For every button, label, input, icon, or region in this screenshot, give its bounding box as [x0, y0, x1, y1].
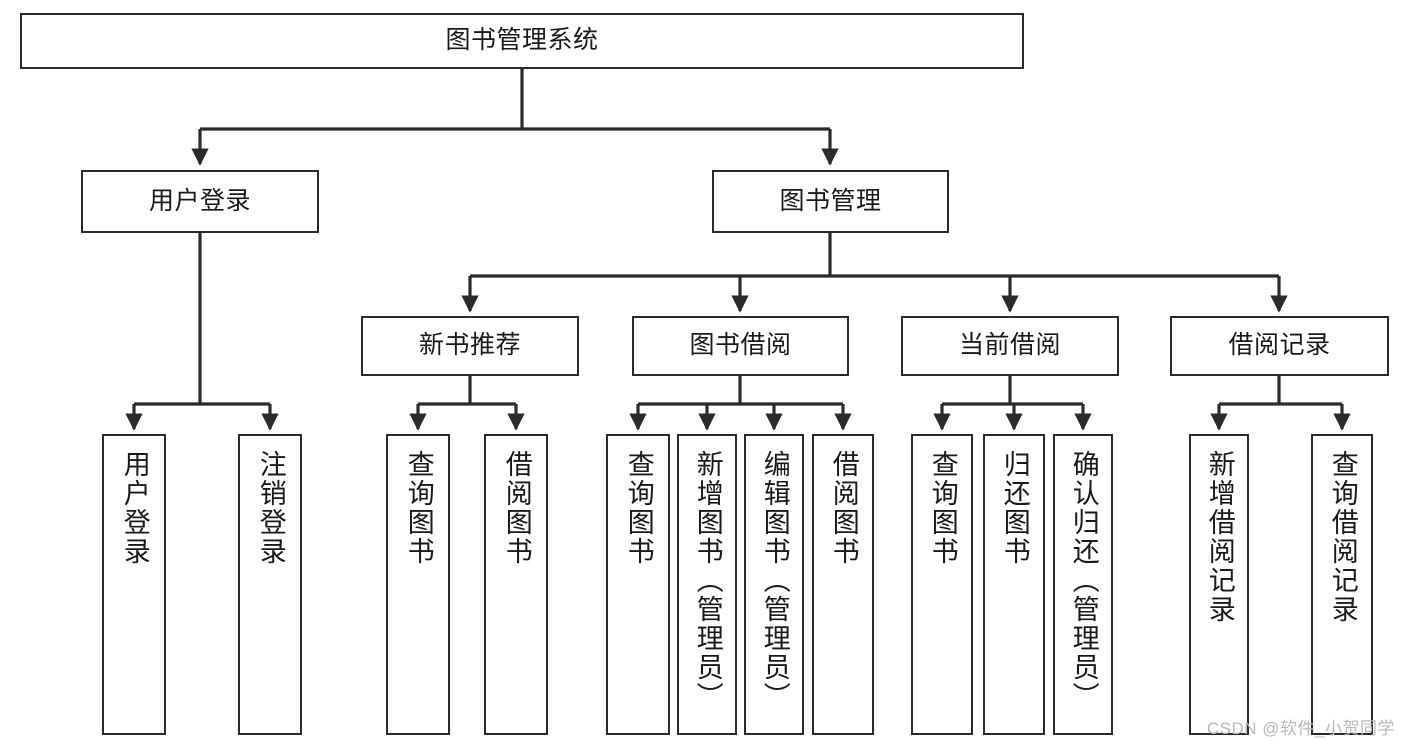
leaf-logout[interactable]: 注销登录	[238, 434, 302, 735]
node-user-login[interactable]: 用户登录	[81, 170, 319, 233]
leaf-edit-book-admin[interactable]: 编辑图书（管理员）	[744, 434, 804, 735]
node-book-management-label: 图书管理	[779, 186, 882, 215]
node-book-management[interactable]: 图书管理	[712, 170, 949, 233]
node-root-label: 图书管理系统	[445, 26, 599, 55]
leaf-confirm-return-admin[interactable]: 确认归还（管理员）	[1053, 434, 1113, 735]
leaf-user-login[interactable]: 用户登录	[102, 434, 166, 735]
leaf-query-book-borrow[interactable]: 查询图书	[606, 434, 670, 735]
leaf-query-book-current[interactable]: 查询图书	[911, 434, 973, 735]
leaf-add-borrow-record[interactable]: 新增借阅记录	[1189, 434, 1249, 735]
node-user-login-label: 用户登录	[148, 186, 251, 215]
node-borrow-record[interactable]: 借阅记录	[1170, 316, 1389, 376]
leaf-confirm-return-admin-label: 确认归还（管理员）	[1068, 450, 1099, 711]
node-new-book-recommend-label: 新书推荐	[418, 331, 521, 360]
leaf-add-book-admin-label: 新增图书（管理员）	[692, 450, 723, 711]
node-book-borrow[interactable]: 图书借阅	[632, 316, 849, 376]
leaf-user-login-label: 用户登录	[119, 450, 150, 566]
leaf-query-borrow-record-label: 查询借阅记录	[1327, 450, 1358, 624]
leaf-borrow-book-recommend-label: 借阅图书	[501, 450, 532, 566]
node-borrow-record-label: 借阅记录	[1228, 331, 1331, 360]
node-current-borrow[interactable]: 当前借阅	[901, 316, 1119, 376]
leaf-add-borrow-record-label: 新增借阅记录	[1204, 450, 1235, 624]
leaf-logout-label: 注销登录	[255, 450, 286, 566]
leaf-borrow-book-recommend[interactable]: 借阅图书	[484, 434, 548, 735]
leaf-query-book-current-label: 查询图书	[927, 450, 958, 566]
leaf-add-book-admin[interactable]: 新增图书（管理员）	[677, 434, 737, 735]
leaf-borrow-book[interactable]: 借阅图书	[812, 434, 874, 735]
node-book-borrow-label: 图书借阅	[689, 331, 792, 360]
leaf-borrow-book-label: 借阅图书	[828, 450, 859, 566]
leaf-query-book-borrow-label: 查询图书	[623, 450, 654, 566]
leaf-edit-book-admin-label: 编辑图书（管理员）	[759, 450, 790, 711]
node-current-borrow-label: 当前借阅	[958, 331, 1061, 360]
node-new-book-recommend[interactable]: 新书推荐	[361, 316, 579, 376]
leaf-return-book-label: 归还图书	[999, 450, 1030, 566]
leaf-query-book-recommend[interactable]: 查询图书	[386, 434, 450, 735]
leaf-return-book[interactable]: 归还图书	[983, 434, 1045, 735]
leaf-query-borrow-record[interactable]: 查询借阅记录	[1311, 434, 1373, 735]
leaf-query-book-recommend-label: 查询图书	[403, 450, 434, 566]
csdn-watermark: CSDN @软件_小贺同学	[1206, 719, 1395, 738]
node-root[interactable]: 图书管理系统	[20, 13, 1024, 69]
